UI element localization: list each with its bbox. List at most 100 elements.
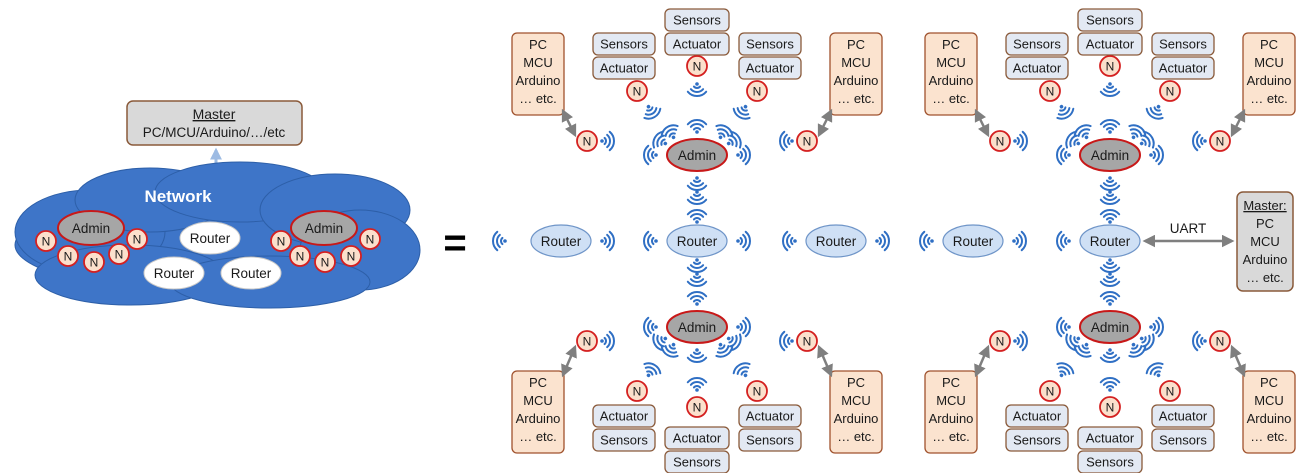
node-label: N — [583, 335, 592, 349]
node-label: N — [803, 135, 812, 149]
master-right-title: Master: — [1243, 198, 1286, 213]
device-line: PC — [1260, 37, 1278, 52]
cloud-router-3: Router — [220, 256, 282, 290]
actuator-box-label: Actuator — [746, 409, 795, 424]
sensors-box: Sensors — [1077, 450, 1143, 473]
wifi-icon — [736, 230, 751, 252]
cloud-router-1: Router — [179, 221, 241, 255]
actuator-box-label: Actuator — [1013, 409, 1062, 424]
wired-link — [1230, 344, 1246, 378]
node-label: N — [1046, 85, 1055, 99]
sensors-box: Sensors — [664, 450, 730, 473]
wifi-icon — [600, 130, 615, 152]
wifi-icon — [1073, 124, 1092, 140]
wifi-icon — [1128, 124, 1147, 140]
actuator-box: Actuator — [1005, 56, 1069, 80]
wifi-icon — [1099, 377, 1121, 392]
router-node: Router — [530, 224, 592, 258]
wifi-icon — [726, 130, 742, 149]
wifi-icon — [1139, 130, 1155, 149]
admin-node: Admin — [666, 138, 728, 172]
actuator-box-label: Actuator — [1159, 409, 1208, 424]
actuator-box-label: Actuator — [1086, 37, 1135, 52]
sensors-box-label: Sensors — [1159, 433, 1207, 448]
cloud-admin-left: Admin — [57, 210, 125, 246]
sensors-box: Sensors — [592, 32, 656, 56]
wifi-icon — [726, 333, 742, 352]
device-line: Arduino — [1247, 411, 1292, 426]
wifi-icon — [686, 272, 708, 287]
router-label: Router — [541, 234, 582, 249]
wifi-icon — [686, 209, 708, 224]
wifi-icon — [660, 342, 679, 358]
sensors-box: Sensors — [738, 428, 802, 452]
sensors-box: Sensors — [738, 32, 802, 56]
node: N — [359, 228, 381, 250]
router-label: Router — [953, 234, 994, 249]
node-label: N — [693, 60, 702, 74]
wifi-icon — [1192, 130, 1207, 152]
node-label: N — [64, 250, 73, 264]
cloud-router-2: Router — [143, 256, 205, 290]
node: N — [1159, 380, 1181, 402]
left-network-summary: Master PC/MCU/Arduino/…/etc Network Admi… — [14, 100, 421, 309]
actuator-box: Actuator — [738, 56, 802, 80]
wifi-icon — [686, 377, 708, 392]
wifi-icon — [1056, 104, 1075, 120]
actuator-box: Actuator — [1077, 426, 1143, 450]
sensors-box-label: Sensors — [673, 455, 721, 470]
sensors-box-label: Sensors — [673, 13, 721, 28]
uart-link: UART — [1142, 221, 1235, 248]
wifi-icon — [1099, 272, 1121, 287]
wifi-icon — [1073, 342, 1092, 358]
node: N — [1209, 330, 1231, 352]
actuator-box-label: Actuator — [600, 409, 649, 424]
equals-sign: = — [443, 221, 466, 265]
sensors-box-label: Sensors — [600, 37, 648, 52]
device-line: MCU — [523, 393, 553, 408]
node-label: N — [753, 385, 762, 399]
wifi-icon — [643, 104, 662, 120]
admin-label: Admin — [678, 320, 716, 335]
master-right-line-2: MCU — [1250, 234, 1280, 249]
router-node: Router — [942, 224, 1004, 258]
wifi-icon — [652, 333, 668, 352]
wired-link — [1230, 108, 1246, 138]
device-line: … etc. — [519, 429, 557, 444]
wifi-icon — [1149, 316, 1164, 338]
node: N — [626, 380, 648, 402]
wifi-icon — [779, 330, 794, 352]
wifi-icon — [660, 124, 679, 140]
wifi-icon — [919, 230, 934, 252]
master-box — [126, 100, 303, 146]
sensors-box-label: Sensors — [1086, 455, 1134, 470]
device-line: PC — [1260, 375, 1278, 390]
wifi-icon — [1056, 316, 1071, 338]
wifi-icon — [643, 230, 658, 252]
device-line: PC — [529, 375, 547, 390]
admin-node: Admin — [1079, 138, 1141, 172]
node: N — [340, 245, 362, 267]
wifi-icon — [492, 230, 507, 252]
node: N — [314, 251, 336, 273]
actuator-box: Actuator — [1151, 404, 1215, 428]
wifi-icon — [1065, 333, 1081, 352]
actuator-box-label: Actuator — [1086, 431, 1135, 446]
wifi-icon — [1145, 104, 1164, 120]
node: N — [35, 230, 57, 252]
device-line: PC — [529, 37, 547, 52]
wifi-icon — [643, 316, 658, 338]
wifi-icon — [779, 130, 794, 152]
uart-label: UART — [1170, 221, 1207, 236]
device-line: … etc. — [932, 91, 970, 106]
node-label: N — [347, 250, 356, 264]
node: N — [1159, 80, 1181, 102]
wifi-icon — [686, 291, 708, 306]
admin-label: Admin — [1091, 320, 1129, 335]
admin-label: Admin — [678, 148, 716, 163]
wifi-icon — [1099, 348, 1121, 363]
node: N — [576, 130, 598, 152]
